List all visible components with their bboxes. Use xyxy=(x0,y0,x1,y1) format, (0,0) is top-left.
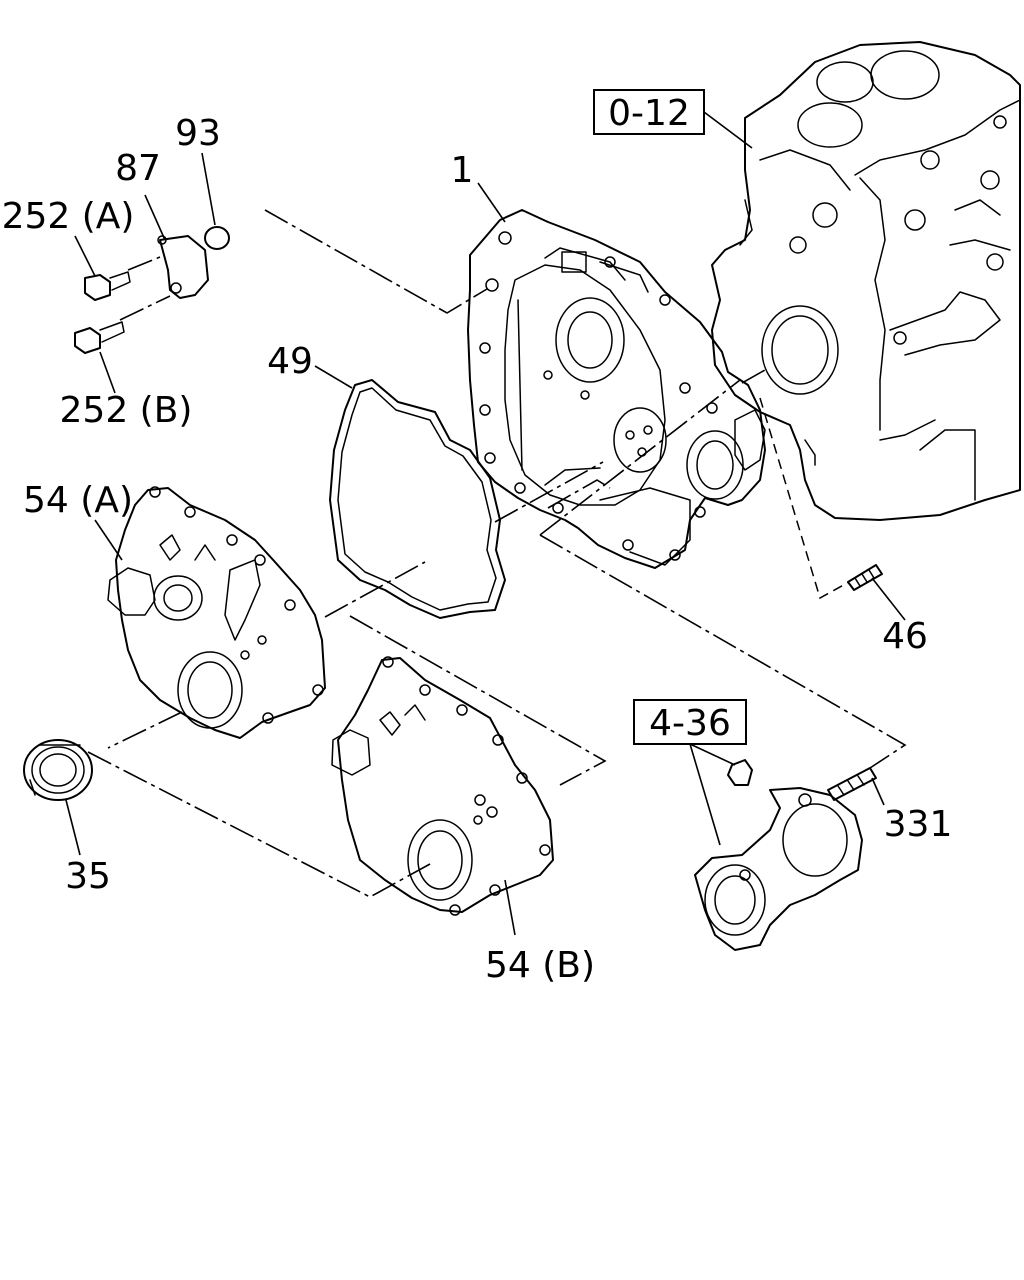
reference-box-4-36 xyxy=(633,699,747,745)
gasket xyxy=(329,379,506,619)
reference-0-12: 0-12 xyxy=(608,93,690,134)
callout-46: 46 xyxy=(882,616,928,657)
front-cover-b xyxy=(331,656,554,916)
front-cover-a xyxy=(107,486,326,739)
o-ring xyxy=(204,226,230,250)
leader-lines xyxy=(65,111,906,936)
reference-4-36: 4-36 xyxy=(649,703,731,744)
pump-assembly xyxy=(694,759,863,951)
callout-87: 87 xyxy=(115,148,161,189)
callout-54b: 54 (B) xyxy=(485,945,595,986)
callout-252a: 252 (A) xyxy=(2,196,135,237)
callout-1: 1 xyxy=(451,150,474,191)
bracket xyxy=(157,235,209,299)
bolt-252a xyxy=(84,271,131,301)
oil-seal xyxy=(23,739,93,801)
callout-49: 49 xyxy=(267,341,313,382)
engine-block xyxy=(711,41,1021,521)
callout-93: 93 xyxy=(175,113,221,154)
stud-46 xyxy=(847,564,883,591)
assembly-lines xyxy=(87,209,907,898)
callout-35: 35 xyxy=(65,856,111,897)
callout-labels: 1 49 54 (A) 54 (B) 35 87 93 252 (A) 252 … xyxy=(2,93,953,986)
callout-252b: 252 (B) xyxy=(60,390,193,431)
stud-331 xyxy=(827,767,877,801)
callout-54a: 54 (A) xyxy=(23,480,133,521)
callout-331: 331 xyxy=(884,804,953,845)
timing-gear-case xyxy=(467,209,766,569)
bolt-252b xyxy=(74,321,125,354)
